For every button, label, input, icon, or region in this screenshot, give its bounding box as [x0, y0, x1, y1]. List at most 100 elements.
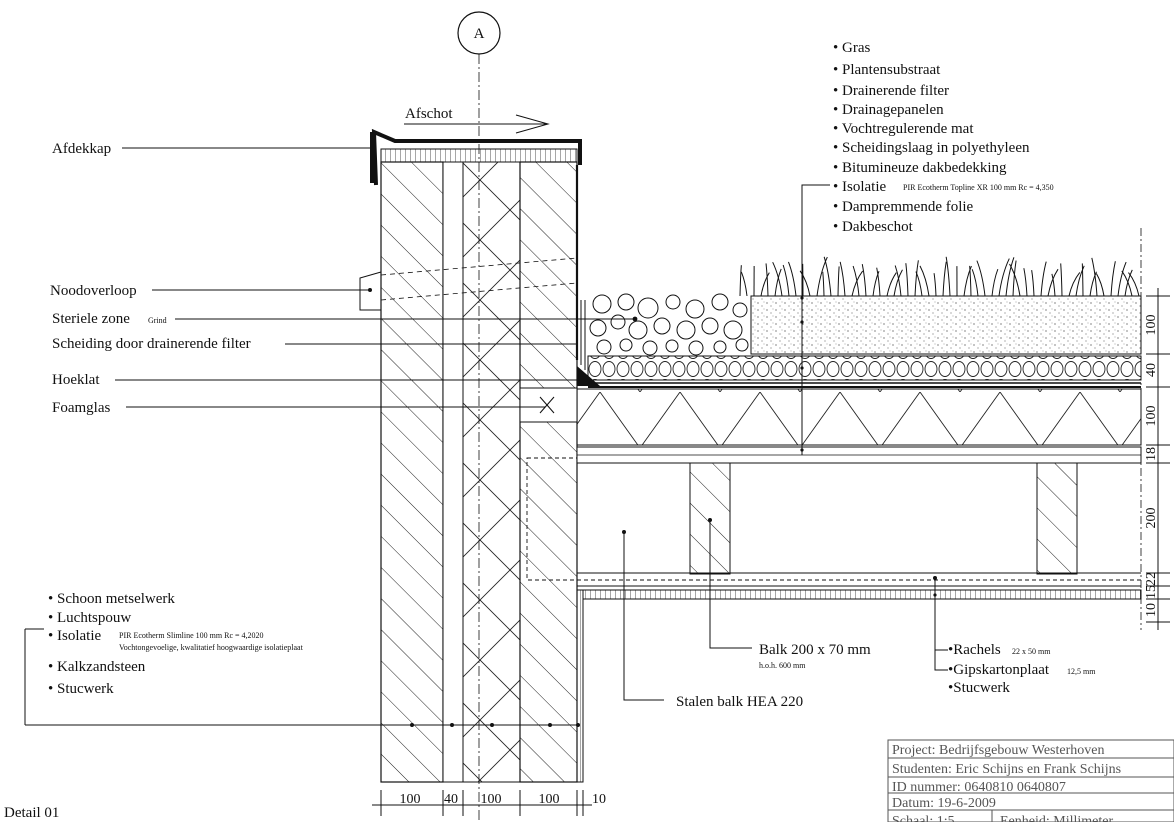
grass-blade [1005, 257, 1015, 297]
noodoverloop-outlet [359, 271, 382, 311]
ceiling-leader-dots [622, 518, 937, 597]
green-roof-layers [576, 228, 1142, 630]
dim-right-8: 10 [1144, 603, 1159, 617]
left-leader-lines [24, 147, 635, 726]
grid-marker-label: A [474, 26, 485, 42]
grass-blade [816, 256, 828, 297]
grass-blade [852, 265, 860, 297]
wall-label-3: • Isolatie [48, 628, 102, 644]
roof-label-6: • Scheidingslaag in polyethyleen [833, 140, 1030, 156]
grass-blade [894, 265, 902, 297]
tb-id: ID nummer: 0640810 0640807 [892, 780, 1066, 795]
grass-blade [872, 271, 880, 297]
tb-studenten: Studenten: Eric Schijns en Frank Schijns [892, 762, 1121, 777]
roof-label-1: • Gras [833, 40, 871, 56]
wall-label-1: • Schoon metselwerk [48, 591, 175, 607]
afschot-arrow: Afschot [404, 106, 550, 134]
detail-label: Detail 01 [4, 805, 59, 821]
afdekkap-coping [371, 128, 582, 186]
grass-blade [1031, 270, 1035, 297]
ceiling-leader-lines [623, 520, 948, 701]
dim-bottom-2: 40 [444, 792, 458, 807]
grass-blade [905, 263, 909, 297]
dim-right-3: 100 [1144, 406, 1159, 427]
tb-schaal: Schaal: 1:5 [892, 814, 955, 822]
roof-leader-dots [800, 296, 804, 452]
grass-blade [851, 270, 864, 297]
grass-blade [976, 260, 986, 297]
label-rachels-sub: 22 x 50 mm [1012, 647, 1051, 656]
tb-datum: Datum: 19-6-2009 [892, 796, 996, 811]
grass-blade [774, 268, 782, 297]
grass-blade [839, 261, 846, 297]
label-scheiding: Scheiding door drainerende filter [52, 336, 251, 352]
wall-layer-labels: • Schoon metselwerk • Luchtspouw • Isola… [48, 591, 304, 697]
dim-right-1: 100 [1144, 315, 1159, 336]
grass-blade [823, 256, 832, 297]
left-labels: Afdekkap Noodoverloop Steriele zone Grin… [50, 141, 251, 416]
tb-project: Project: Bedrijfsgebouw Westerhoven [892, 743, 1104, 758]
wall-label-3-sub: PIR Ecotherm Slimline 100 mm Rc = 4,2020 [119, 631, 264, 640]
grass-blade [837, 266, 840, 297]
tb-eenheid: Eenheid: Millimeter [1000, 814, 1113, 822]
grass-blade [1068, 272, 1081, 297]
grass-blade [1128, 272, 1140, 297]
label-steriele-zone: Steriele zone [52, 311, 130, 327]
wall-label-2: • Luchtspouw [48, 610, 131, 626]
label-noodoverloop: Noodoverloop [50, 283, 137, 299]
roof-label-7: • Bitumineuze dakbedekking [833, 160, 1007, 176]
grass-blade [969, 265, 972, 297]
roof-label-2: • Plantensubstraat [833, 62, 941, 78]
dim-right-4: 18 [1144, 447, 1159, 461]
label-afdekkap: Afdekkap [52, 141, 111, 157]
bottom-dimensions: 100 40 100 100 10 [372, 790, 606, 816]
grass-blade [1089, 271, 1097, 297]
grass-blade [914, 260, 919, 297]
grass-blade [1051, 273, 1056, 297]
wall-label-5: • Stucwerk [48, 681, 114, 697]
label-gips-sub: 12,5 mm [1067, 667, 1096, 676]
label-balk: Balk 200 x 70 mm [759, 642, 871, 658]
roof-label-5: • Vochtregulerende mat [833, 121, 974, 137]
grass-blade [998, 258, 1010, 297]
grass-blade [963, 265, 972, 297]
grass-blade [971, 269, 979, 297]
afschot-label: Afschot [405, 106, 453, 122]
grass-blade [1121, 270, 1133, 297]
label-stalen-balk: Stalen balk HEA 220 [676, 694, 803, 710]
dim-bottom-4: 100 [539, 792, 560, 807]
grass-blade [1023, 268, 1028, 297]
roof-label-3: • Drainerende filter [833, 83, 949, 99]
roof-label-10: • Dakbeschot [833, 219, 914, 235]
grass-blade [1060, 263, 1063, 297]
grass-blade [933, 273, 937, 297]
grass-blade [740, 271, 748, 297]
grass-blade [1110, 261, 1116, 297]
grass-blade [782, 264, 790, 297]
wall-section [380, 148, 586, 783]
dim-bottom-3: 100 [481, 792, 502, 807]
dim-right-6: 22 [1144, 572, 1159, 586]
grass-blade [1040, 261, 1047, 297]
dim-right-5: 200 [1144, 508, 1159, 529]
grass-blade [1012, 260, 1017, 297]
title-block: Project: Bedrijfsgebouw Westerhoven Stud… [887, 739, 1174, 822]
grass-blade [893, 269, 903, 297]
label-steriele-zone-sub: Grind [148, 316, 167, 325]
dim-bottom-1: 100 [400, 792, 421, 807]
wall-label-3-sub2: Vochtongevoelige, kwalitatief hoogwaardi… [119, 643, 304, 652]
grass-layer [739, 256, 1140, 297]
grass-blade [991, 268, 999, 297]
ceiling-labels: Balk 200 x 70 mm h.o.h. 600 mm •Rachels … [676, 642, 1096, 710]
roof-label-8-sub: PIR Ecotherm Topline XR 100 mm Rc = 4,35… [903, 183, 1054, 192]
grass-blade [1081, 263, 1084, 297]
grass-blade [822, 271, 825, 297]
grass-blade [942, 261, 947, 297]
grass-blade [799, 270, 811, 297]
grass-blade [765, 263, 769, 297]
grass-blade [1075, 265, 1085, 297]
gravel-zone [589, 293, 749, 356]
roof-label-8: • Isolatie [833, 179, 887, 195]
grass-blade [788, 261, 797, 297]
